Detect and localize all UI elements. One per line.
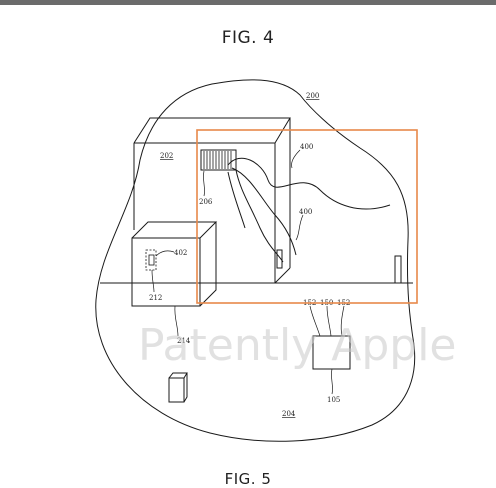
watermark: Patently Apple xyxy=(138,320,456,371)
cable-lower xyxy=(235,169,284,263)
grill-slats xyxy=(203,151,232,169)
cable-upper xyxy=(227,157,391,210)
ref-400-lower: 400 xyxy=(299,208,312,216)
small-floor-box xyxy=(168,372,188,403)
floor-right-corner xyxy=(274,267,291,284)
wall-outlet xyxy=(276,249,283,269)
cube-214 xyxy=(131,221,218,307)
right-outlet xyxy=(394,255,402,284)
ref-202: 202 xyxy=(160,152,173,160)
leader-lines xyxy=(151,149,345,395)
figure-4-title: FIG. 4 xyxy=(221,28,275,48)
ref-214: 214 xyxy=(177,337,191,345)
ref-206: 206 xyxy=(199,198,213,206)
cable-short xyxy=(227,171,246,229)
outer-boundary xyxy=(95,79,416,442)
ref-400-upper: 400 xyxy=(300,143,313,151)
sensor-212 xyxy=(148,254,155,266)
figure-5-title: FIG. 5 xyxy=(224,470,272,488)
sensor-dashed-frame xyxy=(145,249,157,271)
device-105 xyxy=(312,335,351,370)
ref-105: 105 xyxy=(327,396,340,404)
ref-200: 200 xyxy=(306,92,319,100)
grill-device xyxy=(200,149,237,171)
cable-middle xyxy=(231,167,297,256)
ref-204: 204 xyxy=(282,410,296,418)
back-wall xyxy=(134,142,276,283)
ref-212: 212 xyxy=(149,294,162,302)
top-bar xyxy=(0,0,496,5)
highlight-box xyxy=(196,129,418,304)
ref-402: 402 xyxy=(174,249,187,257)
